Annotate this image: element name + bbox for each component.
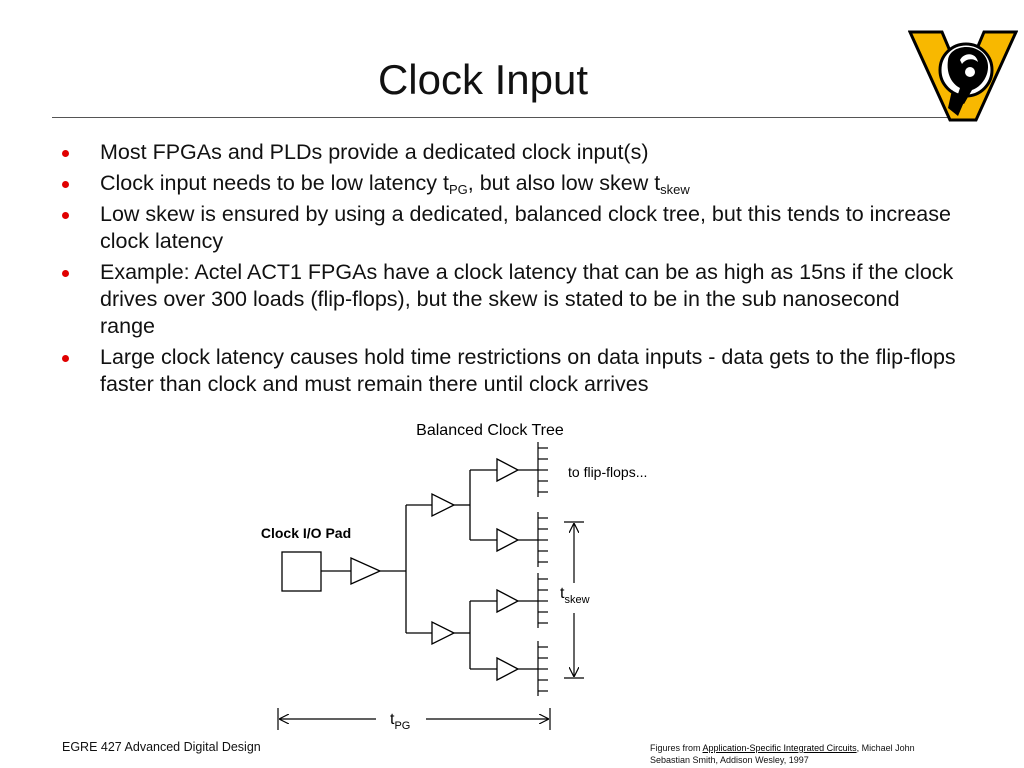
bullet-item-2: Clock input needs to be low latency tPG,… bbox=[56, 170, 956, 197]
course-footer: EGRE 427 Advanced Digital Design bbox=[62, 740, 261, 754]
vcu-ram-logo-icon bbox=[908, 30, 1018, 122]
credit-prefix: Figures from bbox=[650, 743, 703, 753]
book-link[interactable]: Application-Specific Integrated Circuits bbox=[702, 743, 857, 753]
skew-arrow bbox=[564, 521, 584, 679]
bullet-dot bbox=[62, 150, 69, 157]
bullet-item-4: Example: Actel ACT1 FPGAs have a clock l… bbox=[56, 259, 956, 340]
bullet-item-3: Low skew is ensured by using a dedicated… bbox=[56, 201, 956, 255]
clock-buffer-3c bbox=[496, 588, 520, 614]
tpg-subscript: PG bbox=[448, 182, 468, 197]
bullet-dot bbox=[62, 212, 69, 219]
figure-credit: Figures from Application-Specific Integr… bbox=[650, 742, 950, 766]
bullet-item-1: Most FPGAs and PLDs provide a dedicated … bbox=[56, 139, 956, 166]
bullet-text: Example: Actel ACT1 FPGAs have a clock l… bbox=[100, 260, 954, 338]
bullet-dot bbox=[62, 270, 69, 277]
bullet-text: Large clock latency causes hold time res… bbox=[100, 345, 956, 396]
bullet-text-pre: Clock input needs to be low latency t bbox=[100, 171, 449, 195]
clock-io-pad bbox=[281, 551, 322, 592]
clock-buffer-3a bbox=[496, 457, 520, 483]
tskew-subscript: skew bbox=[660, 182, 690, 197]
clock-buffer-2-bottom bbox=[431, 620, 456, 646]
pg-label: tPG bbox=[390, 711, 410, 732]
diagram-caption: Balanced Clock Tree bbox=[416, 422, 564, 439]
bullet-dot bbox=[62, 355, 69, 362]
skew-label: tskew bbox=[560, 585, 590, 606]
bullet-text: Low skew is ensured by using a dedicated… bbox=[100, 202, 951, 253]
slide-title: Clock Input bbox=[377, 56, 589, 103]
clock-buffer-1 bbox=[350, 556, 382, 586]
flipflops-label: to flip-flops... bbox=[568, 464, 647, 480]
clock-buffer-3b bbox=[496, 527, 520, 553]
clock-buffer-3d bbox=[496, 656, 520, 682]
clock-buffer-2-top bbox=[431, 492, 456, 518]
clock-pad-label: Clock I/O Pad bbox=[261, 525, 351, 541]
title-divider bbox=[52, 117, 972, 118]
bullet-dot bbox=[62, 181, 69, 188]
bullet-list: Most FPGAs and PLDs provide a dedicated … bbox=[56, 139, 956, 402]
bullet-text-mid: , but also low skew t bbox=[467, 171, 661, 195]
pg-arrow bbox=[277, 708, 551, 730]
credit-suffix: , Michael John Sebastian Smith, Addison … bbox=[650, 743, 915, 765]
flipflop-fanout bbox=[537, 442, 548, 696]
bullet-item-5: Large clock latency causes hold time res… bbox=[56, 344, 956, 398]
bullet-text: Most FPGAs and PLDs provide a dedicated … bbox=[100, 140, 649, 164]
